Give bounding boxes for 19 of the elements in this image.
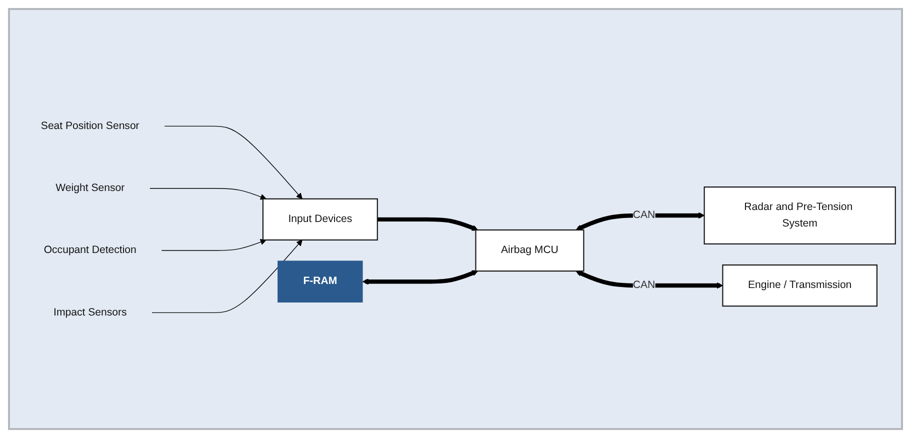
node-box: Airbag MCU	[475, 229, 584, 272]
arrow	[576, 212, 705, 230]
node-text: Impact Sensors	[54, 306, 127, 318]
node-text: Occupant Detection	[44, 244, 136, 256]
node-box: F-RAM	[278, 260, 363, 302]
arrow	[150, 188, 266, 200]
arrow	[362, 270, 478, 284]
node-text: Weight Sensor	[56, 181, 125, 194]
edge-label: CAN	[632, 208, 656, 220]
arrow	[377, 216, 478, 230]
node-box: Radar and Pre-Tension System	[704, 186, 896, 244]
node-text: Seat Position Sensor	[40, 119, 140, 132]
arrow	[152, 239, 302, 313]
arrow	[164, 125, 302, 199]
edge-label: CAN	[632, 278, 656, 291]
node-box: Engine / Transmission	[722, 264, 878, 306]
node-box: Input Devices	[262, 198, 378, 240]
arrow	[576, 270, 723, 288]
arrow	[161, 238, 266, 250]
